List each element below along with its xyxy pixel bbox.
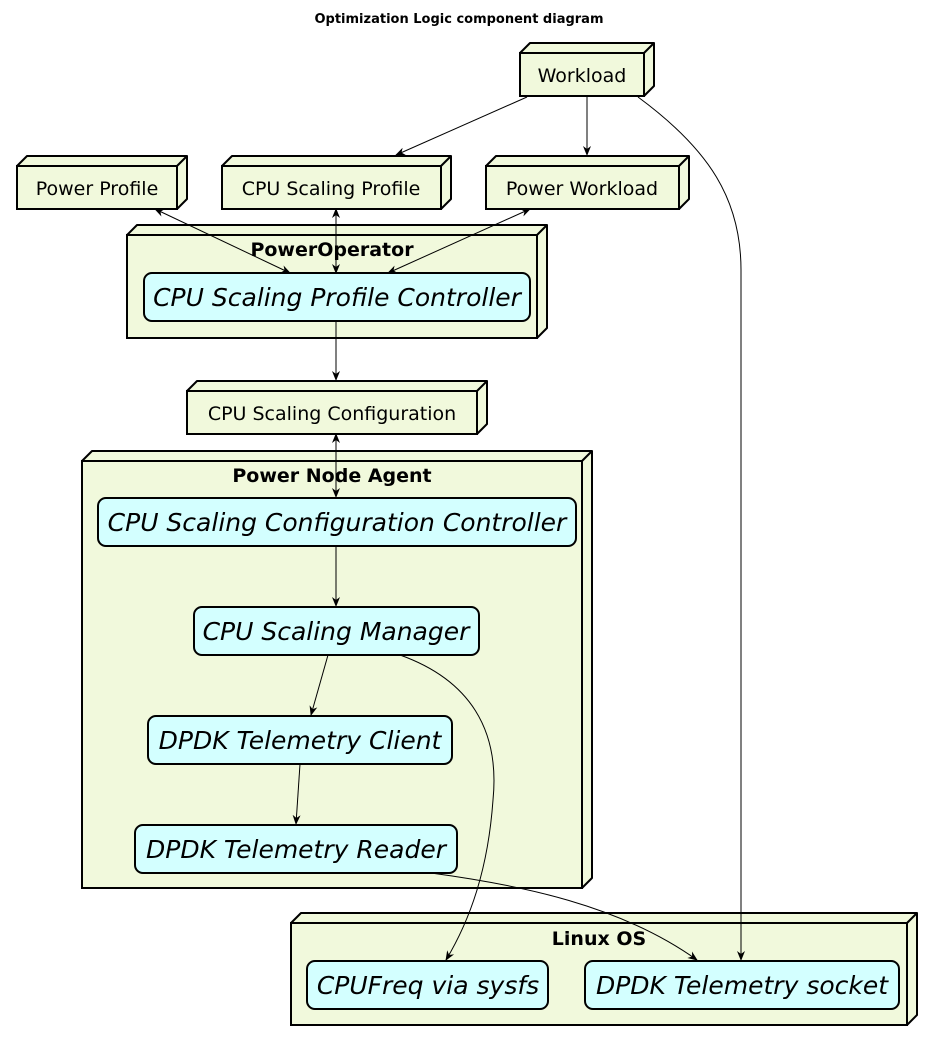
power-profile-node[interactable]: Power Profile (16, 155, 188, 210)
cpu-scaling-configuration-controller-label: CPU Scaling Configuration Controller (108, 508, 568, 537)
cpu-scaling-configuration-controller-component[interactable]: CPU Scaling Configuration Controller (97, 497, 577, 547)
edge-workload-to-cpu-scaling-profile (395, 96, 528, 156)
edge-power-profile-controller (154, 208, 291, 274)
cpu-scaling-manager-component[interactable]: CPU Scaling Manager (193, 606, 480, 656)
power-workload-label: Power Workload (506, 178, 658, 200)
cpu-scaling-profile-controller-component[interactable]: CPU Scaling Profile Controller (143, 272, 531, 322)
dpdk-telemetry-reader-label: DPDK Telemetry Reader (146, 835, 448, 864)
dpdk-telemetry-client-component[interactable]: DPDK Telemetry Client (147, 715, 453, 765)
cpu-scaling-configuration-node[interactable]: CPU Scaling Configuration (186, 380, 488, 435)
dpdk-telemetry-socket-component[interactable]: DPDK Telemetry socket (584, 960, 900, 1010)
cpufreq-via-sysfs-component[interactable]: CPUFreq via sysfs (306, 960, 549, 1010)
cpu-scaling-profile-label: CPU Scaling Profile (242, 178, 421, 200)
edge-telemetry-client-to-reader (292, 763, 301, 825)
edge-reader-to-telemetry-socket (430, 872, 698, 961)
edge-manager-to-telemetry-client (309, 654, 329, 716)
cpu-scaling-profile-node[interactable]: CPU Scaling Profile (221, 155, 452, 210)
cpufreq-via-sysfs-label: CPUFreq via sysfs (317, 971, 539, 1000)
edge-power-workload-controller (387, 208, 531, 274)
dpdk-telemetry-socket-label: DPDK Telemetry socket (596, 971, 889, 1000)
dpdk-telemetry-reader-component[interactable]: DPDK Telemetry Reader (134, 824, 458, 874)
cpu-scaling-manager-label: CPU Scaling Manager (203, 617, 472, 646)
edge-workload-to-dpdk-telemetry-socket (637, 96, 745, 961)
power-operator-label: PowerOperator (250, 239, 414, 261)
power-workload-node[interactable]: Power Workload (485, 155, 690, 210)
workload-label: Workload (538, 65, 627, 87)
diagram-title: Optimization Logic component diagram (314, 12, 603, 27)
workload-node[interactable]: Workload (519, 42, 655, 97)
cpu-scaling-configuration-label: CPU Scaling Configuration (208, 403, 456, 425)
cpu-scaling-profile-controller-label: CPU Scaling Profile Controller (153, 283, 523, 312)
power-node-agent-label: Power Node Agent (232, 465, 431, 487)
edge-manager-to-cpufreq (399, 654, 495, 961)
linux-os-label: Linux OS (552, 928, 646, 950)
power-profile-label: Power Profile (36, 178, 159, 200)
dpdk-telemetry-client-label: DPDK Telemetry Client (159, 726, 443, 755)
